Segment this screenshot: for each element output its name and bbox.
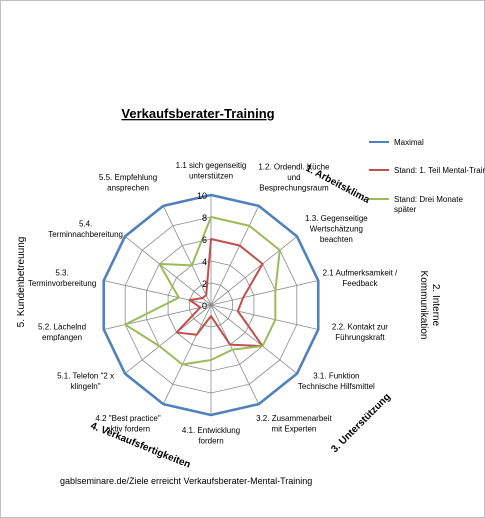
- grid-spoke: [210, 236, 298, 306]
- chart-title: Verkaufsberater-Training: [121, 106, 274, 121]
- category-label: 2. InterneKommunikation: [418, 271, 441, 340]
- category-label: 3. Unterstützung: [329, 392, 393, 456]
- grid-spoke: [210, 205, 260, 306]
- grid-spoke: [103, 280, 212, 306]
- tick-label: 10: [197, 191, 207, 201]
- legend-label: Maximal: [394, 138, 424, 147]
- category-label: 5. Kundenbetreuung: [16, 237, 27, 328]
- grid-spoke: [162, 205, 212, 306]
- grid-spoke: [103, 304, 212, 330]
- grid-spoke: [210, 304, 319, 330]
- grid-spoke: [210, 280, 319, 306]
- series-line: [102, 193, 320, 417]
- axis-label: 2.1 Aufmerksamkeit /Feedback: [323, 268, 398, 288]
- series-line: [124, 216, 281, 366]
- tick-label: 0: [202, 301, 207, 311]
- axis-label: 5.4.Terminnachbereitung: [48, 219, 123, 239]
- grid-spoke: [124, 304, 212, 374]
- grid-spoke: [162, 304, 212, 405]
- tick-label: 6: [202, 235, 207, 245]
- grid-spoke: [124, 236, 212, 306]
- tick-label: 4: [202, 257, 207, 267]
- grid-spoke: [210, 304, 260, 405]
- series-line: [175, 238, 264, 348]
- axis-label: 4.2 "Best practice"aktiv fordern: [95, 414, 160, 434]
- legend-label: Stand: 1. Teil Mental-Training: [394, 166, 485, 175]
- axis-label: 5.3.Terminvorbereitung: [28, 268, 96, 288]
- footer-note: gablseminare.de/Ziele erreicht Verkaufsb…: [60, 476, 312, 486]
- tick-label: 8: [202, 213, 207, 223]
- grid-spoke: [210, 304, 298, 374]
- tick-label: 2: [202, 279, 207, 289]
